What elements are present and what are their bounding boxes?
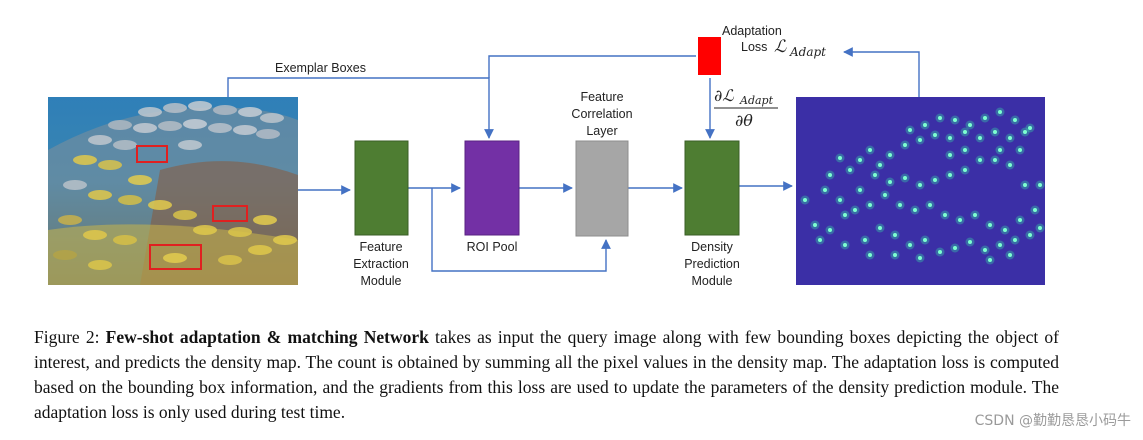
adaptation-label: Adaptation — [722, 24, 782, 38]
feature-correlation-label-2: Correlation — [571, 107, 632, 121]
feature-correlation-layer: Feature Correlation Layer — [571, 90, 633, 237]
density-prediction-label-3: Module — [692, 274, 733, 288]
density-prediction-module: Density Prediction Module — [684, 140, 740, 288]
density-prediction-label-2: Prediction — [684, 257, 740, 271]
density-prediction-label-1: Density — [691, 240, 733, 254]
watermark: CSDN @勤勤恳恳小码牛 — [974, 413, 1131, 429]
figure-caption: Figure 2: Few-shot adaptation & matching… — [34, 325, 1059, 425]
adaptation-loss-block: Adaptation Loss ℒ Adapt — [698, 24, 826, 75]
caption-title: Few-shot adaptation & matching Network — [105, 327, 429, 347]
feature-extraction-module: Feature Extraction Module — [353, 140, 409, 288]
feature-extraction-label-3: Module — [361, 274, 402, 288]
gradient-fraction: ∂ℒ Adapt ∂θ — [714, 86, 778, 130]
exemplar-boxes-label: Exemplar Boxes — [275, 61, 366, 75]
exemplar-box-1 — [136, 145, 168, 163]
exemplar-box-2 — [212, 205, 248, 222]
connector-arrows — [227, 47, 920, 272]
feature-extraction-label-2: Extraction — [353, 257, 409, 271]
gradient-denominator: ∂θ — [735, 111, 753, 130]
roi-pool-module: ROI Pool — [464, 140, 520, 254]
loss-label: Loss — [741, 40, 767, 54]
figure-label: Figure 2: — [34, 327, 100, 347]
query-image — [48, 97, 298, 285]
exemplar-box-3 — [149, 244, 202, 270]
feature-correlation-label-3: Layer — [586, 124, 617, 138]
density-map — [796, 97, 1045, 285]
loss-subscript: Adapt — [789, 45, 826, 59]
feature-correlation-label-1: Feature — [580, 90, 623, 104]
gradient-numerator: ∂ℒ — [714, 86, 734, 105]
feature-extraction-label-1: Feature — [359, 240, 402, 254]
loss-symbol: ℒ — [774, 37, 787, 57]
roi-pool-label: ROI Pool — [467, 240, 518, 254]
caption-body: takes as input the query image along wit… — [34, 327, 1059, 422]
gradient-numerator-subscript: Adapt — [739, 94, 774, 107]
pipeline-diagram: Exemplar Boxes Feature Extraction Module… — [48, 24, 1045, 288]
